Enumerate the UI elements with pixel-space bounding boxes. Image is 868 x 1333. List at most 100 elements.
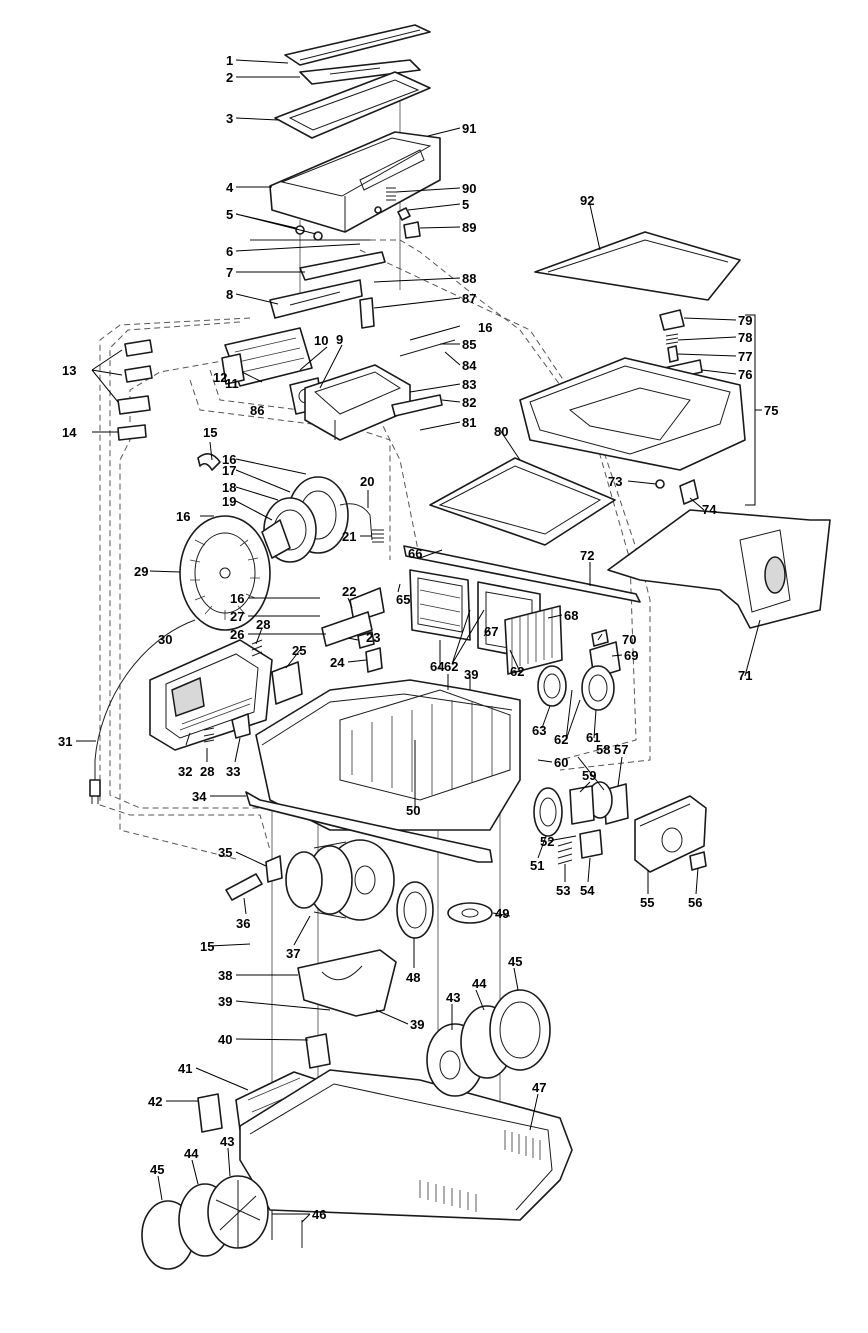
callout-62b: 62 xyxy=(444,659,458,674)
cap-part-49 xyxy=(447,902,493,924)
clip-part-74 xyxy=(679,479,699,505)
callout-51: 51 xyxy=(530,858,544,873)
callout-17: 17 xyxy=(222,463,236,478)
switch-board-part-86 xyxy=(221,327,313,387)
callout-20: 20 xyxy=(360,474,374,489)
callout-32: 32 xyxy=(178,764,192,779)
part-24 xyxy=(365,647,383,673)
callout-50: 50 xyxy=(406,803,420,818)
bracket-part-15 xyxy=(197,453,221,471)
spring-part-53 xyxy=(557,841,573,865)
callout-18: 18 xyxy=(222,480,236,495)
motor-part-37 xyxy=(285,839,395,921)
door-panel-part-92 xyxy=(534,231,741,301)
callout-64: 64 xyxy=(430,659,445,674)
rail-part-72 xyxy=(403,545,641,603)
latch-part-42 xyxy=(197,1093,223,1133)
callout-42: 42 xyxy=(148,1094,162,1109)
bracket-part-22 xyxy=(349,587,385,623)
control-panel-part-30 xyxy=(149,639,273,751)
callout-79: 79 xyxy=(738,313,752,328)
callout-23: 23 xyxy=(366,630,380,645)
callout-27: 27 xyxy=(230,609,244,624)
callout-90: 90 xyxy=(462,181,476,196)
callout-46: 46 xyxy=(312,1207,326,1222)
screws-part-46 xyxy=(271,1210,303,1248)
bracket-part-35 xyxy=(265,855,283,883)
callout-88: 88 xyxy=(462,271,476,286)
switch-part-25 xyxy=(271,661,303,705)
callout-66: 66 xyxy=(408,546,422,561)
part-23 xyxy=(357,631,375,649)
bracket-part-54 xyxy=(579,829,603,859)
ring-part-51 xyxy=(533,787,563,837)
callout-44b: 44 xyxy=(184,1146,199,1161)
callout-87: 87 xyxy=(462,291,476,306)
callout-21: 21 xyxy=(342,529,356,544)
callout-56: 56 xyxy=(688,895,702,910)
callout-65: 65 xyxy=(396,592,410,607)
callout-89: 89 xyxy=(462,220,476,235)
pivot-part-87 xyxy=(359,297,375,329)
callout-37: 37 xyxy=(286,946,300,961)
callout-13: 13 xyxy=(62,363,76,378)
clip-part-70 xyxy=(591,629,609,647)
callout-62: 62 xyxy=(554,732,568,747)
callout-49: 49 xyxy=(495,906,509,921)
power-cord-part-31 xyxy=(89,619,196,804)
callout-84: 84 xyxy=(462,358,477,373)
callout-86: 86 xyxy=(250,403,264,418)
motor-shroud-part-38 xyxy=(297,949,397,1017)
callout-83: 83 xyxy=(462,377,476,392)
switch-part-89 xyxy=(403,221,421,239)
callout-labels: 1 2 3 4 5 5 6 7 8 9 10 11 12 13 14 15 15… xyxy=(58,53,778,1222)
frame-part-83 xyxy=(304,364,411,441)
callout-16d: 16 xyxy=(478,320,492,335)
callout-67: 67 xyxy=(484,624,498,639)
callout-62c: 62 xyxy=(510,664,524,679)
reel-hub-part-19 xyxy=(261,519,291,559)
callout-39: 39 xyxy=(218,994,232,1009)
wheel-assembly-right xyxy=(426,989,551,1097)
callout-9: 9 xyxy=(336,332,343,347)
callout-16: 16 xyxy=(222,452,236,467)
callout-19: 19 xyxy=(222,494,236,509)
callout-14: 14 xyxy=(62,425,77,440)
leader-lines xyxy=(76,59,762,1223)
callout-5: 5 xyxy=(226,207,233,222)
callout-59: 59 xyxy=(582,768,596,783)
callout-69: 69 xyxy=(624,648,638,663)
spring-part-28 xyxy=(203,639,263,743)
callout-16b: 16 xyxy=(176,509,190,524)
callout-16c: 16 xyxy=(230,591,244,606)
callout-35: 35 xyxy=(218,845,232,860)
callout-33: 33 xyxy=(226,764,240,779)
callout-15b: 15 xyxy=(200,939,214,954)
callout-28b: 28 xyxy=(200,764,214,779)
spring-part-21 xyxy=(372,529,384,543)
callout-38: 38 xyxy=(218,968,232,983)
callout-78: 78 xyxy=(738,330,752,345)
nozzle-part-55 xyxy=(634,795,707,873)
callout-52: 52 xyxy=(540,834,554,849)
callout-58: 58 xyxy=(596,742,610,757)
callout-15: 15 xyxy=(203,425,217,440)
tab-part-56 xyxy=(689,851,707,871)
callout-31: 31 xyxy=(58,734,72,749)
callout-6: 6 xyxy=(226,244,233,259)
callout-24: 24 xyxy=(330,655,345,670)
plate-part-7 xyxy=(299,251,386,281)
coupling-part-59 xyxy=(569,785,595,825)
spring-part-20 xyxy=(339,503,373,541)
filter-frame-part-64 xyxy=(409,569,471,641)
callout-53: 53 xyxy=(556,883,570,898)
callout-29: 29 xyxy=(134,564,148,579)
callout-43: 43 xyxy=(446,990,460,1005)
callout-57: 57 xyxy=(614,742,628,757)
callout-48: 48 xyxy=(406,970,420,985)
pad-part-40 xyxy=(305,1033,331,1069)
callout-91: 91 xyxy=(462,121,476,136)
callout-22: 22 xyxy=(342,584,356,599)
dust-bag-part-71 xyxy=(607,509,831,629)
